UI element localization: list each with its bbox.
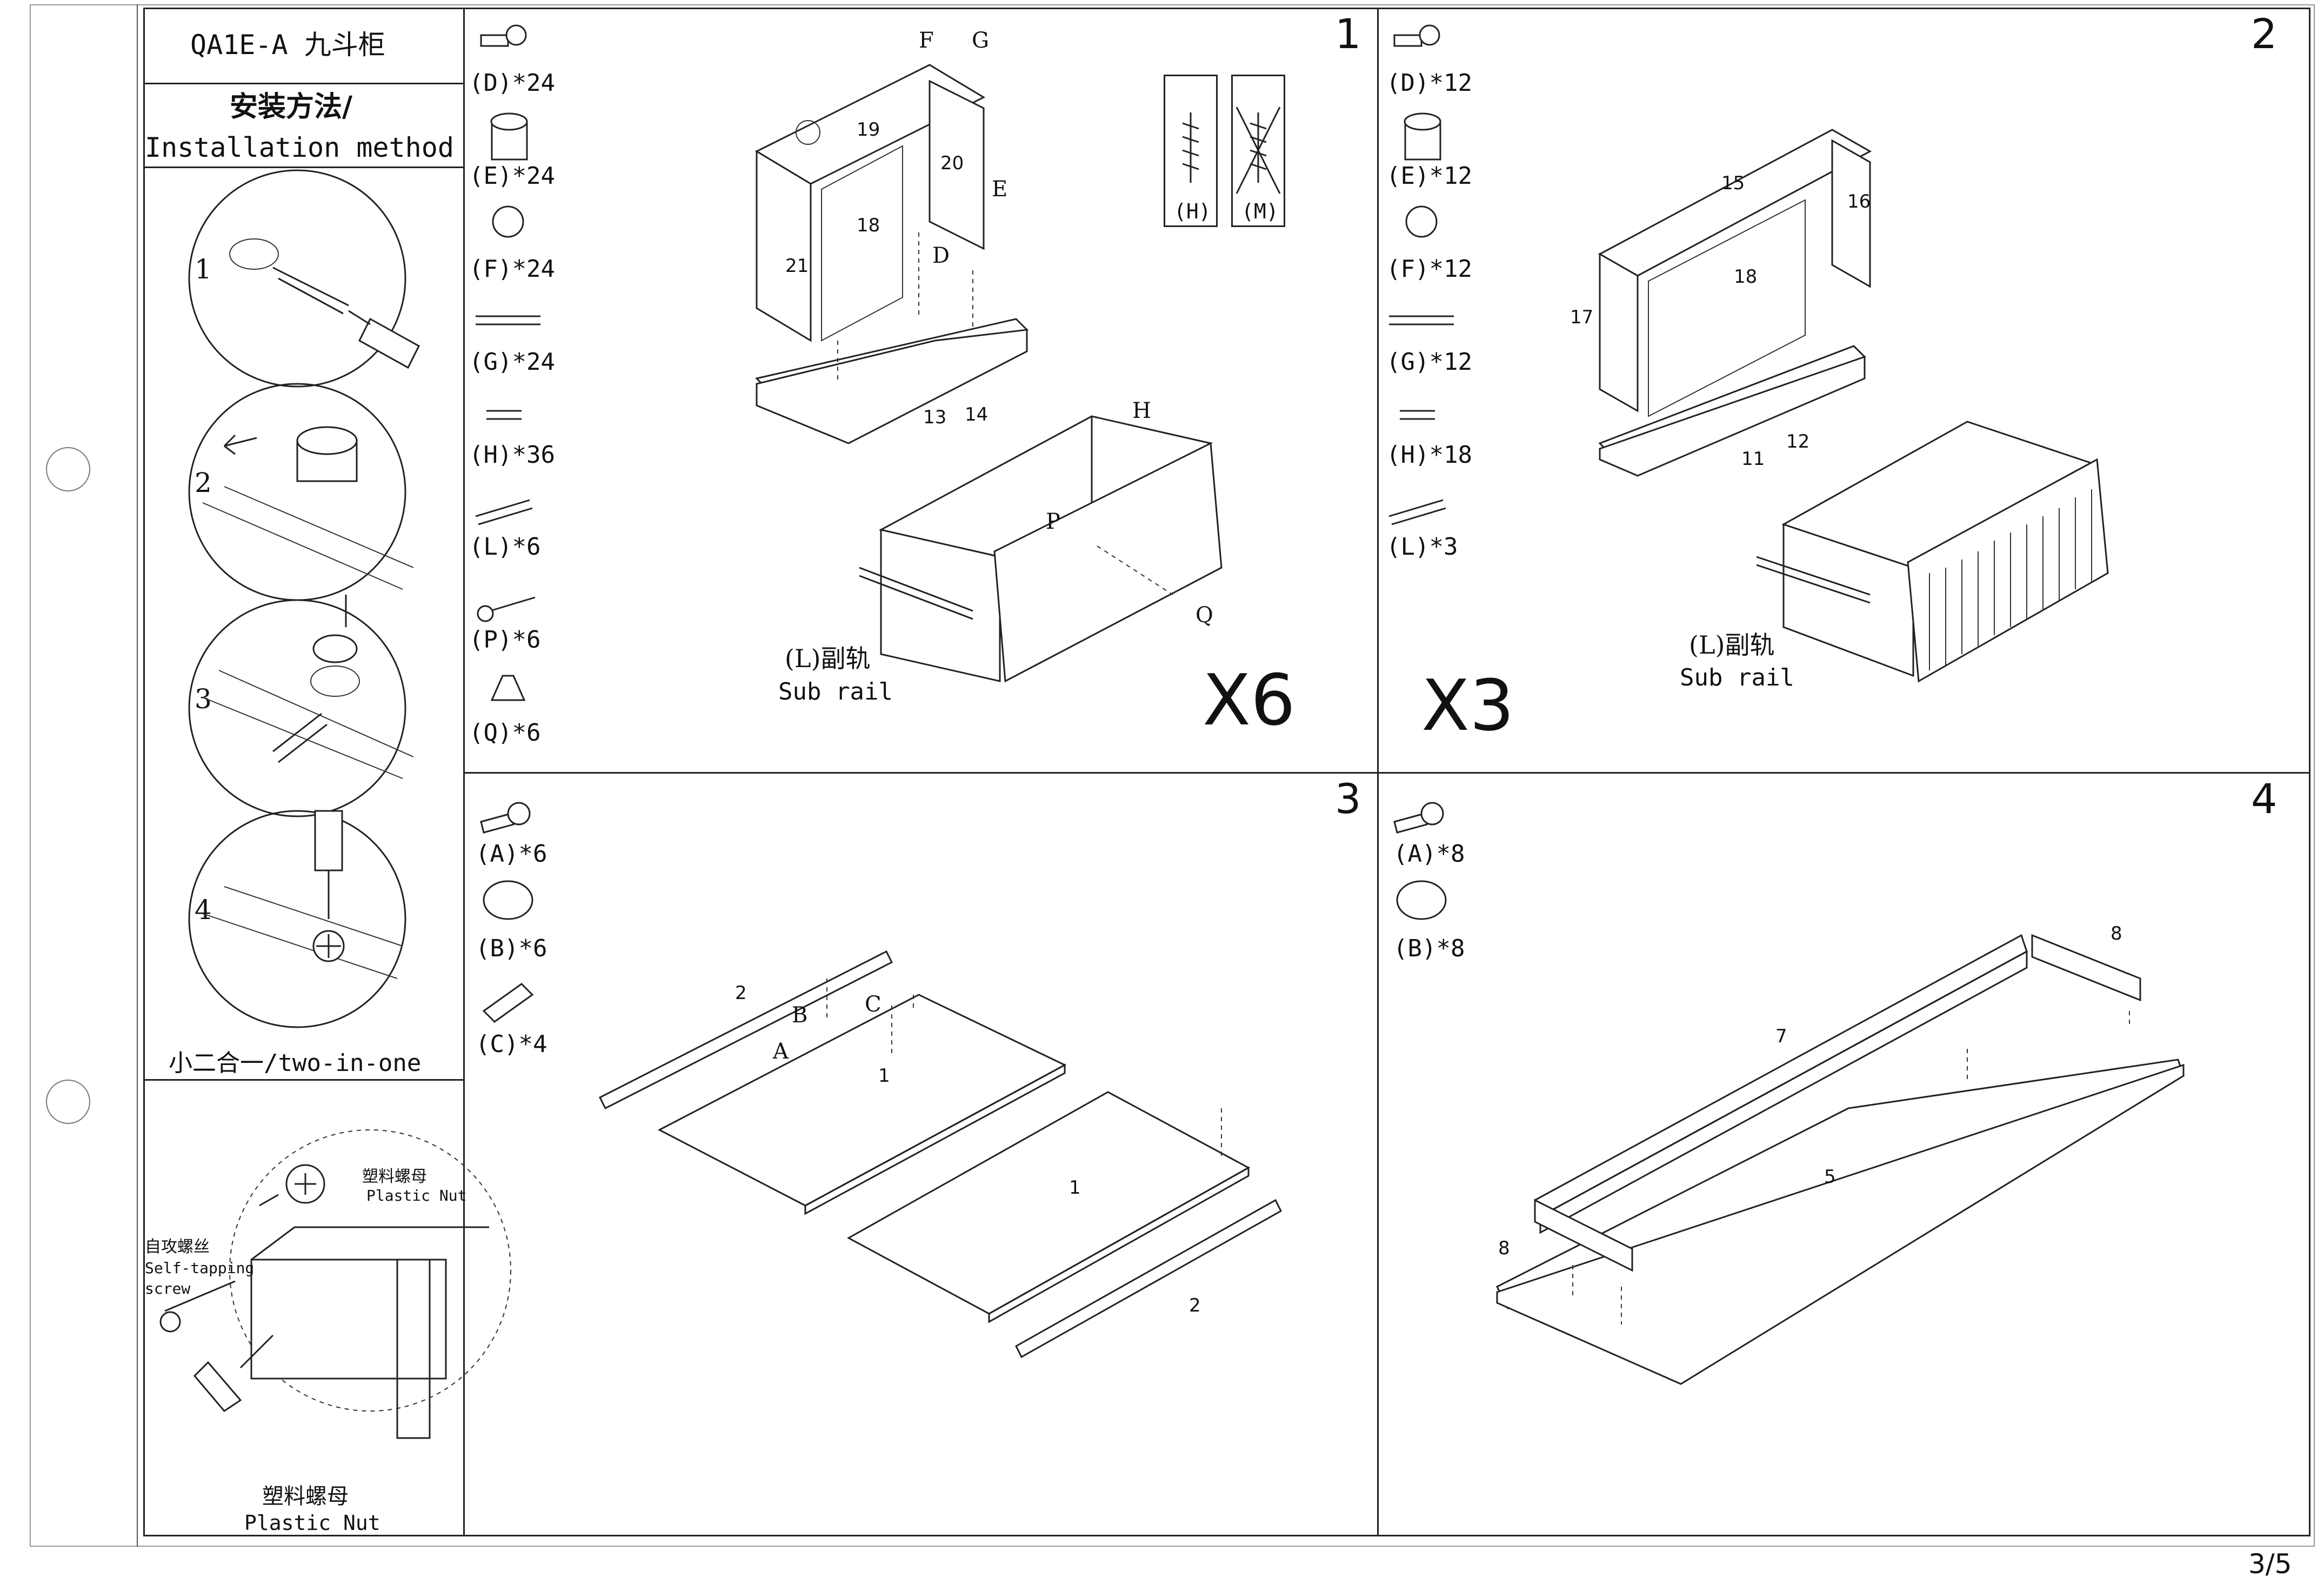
board-14: 14 bbox=[965, 404, 989, 425]
bottom-nut-label-en: Plastic Nut bbox=[244, 1511, 380, 1535]
screw-compare-icons bbox=[1182, 107, 1281, 194]
sidebar-rule bbox=[143, 167, 464, 168]
board-21: 21 bbox=[785, 255, 809, 277]
sidebar-rule bbox=[143, 83, 464, 84]
page-frame bbox=[30, 4, 2315, 1547]
p2-sub-rail-label-cn: (L)副轨 bbox=[1689, 630, 1775, 660]
board-15: 15 bbox=[1721, 172, 1745, 194]
self-tapping-label-en: Self-tapping bbox=[145, 1259, 255, 1277]
panel-number-2: 2 bbox=[2251, 10, 2278, 58]
sub-rail-label-cn: (L)副轨 bbox=[785, 644, 871, 673]
p2-part-f-count: (F)*12 bbox=[1386, 255, 1472, 283]
binder-hole-bottom bbox=[46, 1080, 90, 1124]
letter-d: D bbox=[932, 243, 950, 268]
p4-part-b-count: (B)*8 bbox=[1393, 935, 1465, 962]
p3-part-a-count: (A)*6 bbox=[476, 840, 547, 868]
plastic-nut-label-en: Plastic Nut bbox=[366, 1187, 467, 1204]
p2-part-l-count: (L)*3 bbox=[1386, 533, 1458, 561]
board-16: 16 bbox=[1847, 191, 1871, 212]
multiplier-x3: X3 bbox=[1421, 664, 1514, 747]
board-12: 12 bbox=[1786, 431, 1810, 452]
letter-f: F bbox=[919, 28, 934, 53]
p2-part-h-count: (H)*18 bbox=[1386, 441, 1472, 469]
letter-e: E bbox=[992, 177, 1008, 202]
step-number-2: 2 bbox=[195, 467, 212, 498]
step-number-3: 3 bbox=[195, 683, 212, 715]
part-q-count: (Q)*6 bbox=[469, 719, 541, 747]
panel-number-3: 3 bbox=[1335, 775, 1361, 823]
p4-board-8-right: 8 bbox=[2111, 923, 2122, 944]
p3-board-1-top: 1 bbox=[878, 1065, 890, 1087]
board-18b: 18 bbox=[1734, 266, 1758, 288]
self-tapping-label-cn: 自攻螺丝 bbox=[145, 1237, 210, 1256]
letter-p: P bbox=[1046, 509, 1060, 534]
panel4-base-diagram bbox=[1495, 934, 2185, 1385]
method-title-cn: 安装方法/ bbox=[230, 90, 352, 123]
part-l-count: (L)*6 bbox=[469, 533, 541, 561]
p3-board-1-bottom: 1 bbox=[1069, 1177, 1081, 1199]
panel1-parts-icons bbox=[475, 24, 540, 701]
panel2-parts-icons bbox=[1388, 24, 1454, 525]
step-number-1: 1 bbox=[195, 254, 212, 285]
board-19: 19 bbox=[857, 119, 880, 141]
board-20: 20 bbox=[940, 152, 964, 174]
panel3-drawer-diagram bbox=[598, 950, 1282, 1359]
plastic-nut-label-cn: 塑料螺母 bbox=[362, 1167, 427, 1186]
p3-letter-a: A bbox=[773, 1039, 789, 1064]
part-h-count: (H)*36 bbox=[469, 441, 555, 469]
margin-line bbox=[137, 4, 138, 1547]
part-g-count: (G)*24 bbox=[469, 348, 555, 376]
p3-letter-b: B bbox=[792, 1003, 808, 1028]
plastic-nut-diagram bbox=[159, 1129, 511, 1439]
bottom-nut-label-cn: 塑料螺母 bbox=[262, 1484, 349, 1509]
screw-label-en: screw bbox=[145, 1280, 191, 1297]
letter-g: G bbox=[972, 28, 989, 53]
letter-h: H bbox=[1132, 398, 1151, 423]
part-f-count: (F)*24 bbox=[469, 255, 555, 283]
screw-no-box bbox=[1231, 75, 1285, 227]
board-18: 18 bbox=[857, 215, 880, 236]
p3-part-c-count: (C)*4 bbox=[476, 1030, 547, 1058]
step-number-4: 4 bbox=[195, 894, 212, 926]
p3-part-b-count: (B)*6 bbox=[476, 935, 547, 962]
part-e-count: (E)*24 bbox=[469, 162, 555, 190]
p4-board-8-left: 8 bbox=[1498, 1237, 1510, 1259]
model-title: QA1E-A 九斗柜 bbox=[190, 29, 385, 61]
part-p-count: (P)*6 bbox=[469, 626, 541, 654]
p3-board-2-top: 2 bbox=[735, 982, 747, 1004]
board-17: 17 bbox=[1570, 307, 1594, 328]
board-11: 11 bbox=[1741, 448, 1765, 470]
multiplier-x6: X6 bbox=[1203, 659, 1295, 741]
sub-rail-label-en: Sub rail bbox=[778, 678, 893, 706]
panel1-cabinet-diagram bbox=[754, 64, 1223, 683]
page-number: 3/5 bbox=[2248, 1548, 2292, 1580]
panel4-parts-icons bbox=[1393, 802, 1447, 920]
letter-q: Q bbox=[1196, 603, 1213, 628]
panel2-cabinet-diagram bbox=[1598, 129, 2109, 683]
panel3-parts-icons bbox=[480, 802, 534, 1023]
panel-number-4: 4 bbox=[2251, 775, 2278, 823]
binder-hole-top bbox=[46, 447, 90, 491]
p3-board-2-bottom: 2 bbox=[1189, 1295, 1201, 1316]
p2-part-e-count: (E)*12 bbox=[1386, 162, 1472, 190]
two-in-one-caption: 小二合一/two-in-one bbox=[169, 1049, 422, 1077]
p4-board-5: 5 bbox=[1824, 1166, 1836, 1188]
two-in-one-steps-diagram: 1 2 3 4 bbox=[188, 169, 420, 1028]
board-13: 13 bbox=[923, 407, 947, 428]
p2-part-d-count: (D)*12 bbox=[1386, 69, 1472, 97]
screw-ok-label: (H) bbox=[1174, 199, 1211, 223]
part-d-count: (D)*24 bbox=[469, 69, 555, 97]
sidebar-rule bbox=[143, 1079, 464, 1081]
screw-no-label: (M) bbox=[1241, 199, 1279, 223]
p2-sub-rail-label-en: Sub rail bbox=[1680, 664, 1794, 691]
p3-letter-c: C bbox=[865, 992, 881, 1017]
p4-board-7: 7 bbox=[1775, 1026, 1787, 1047]
method-title-en: Installation method bbox=[145, 132, 454, 163]
p4-part-a-count: (A)*8 bbox=[1393, 840, 1465, 868]
panel-number-1: 1 bbox=[1335, 10, 1361, 58]
screw-ok-box bbox=[1164, 75, 1218, 227]
panel-divider-horizontal bbox=[463, 772, 2310, 774]
p2-part-g-count: (G)*12 bbox=[1386, 348, 1472, 376]
